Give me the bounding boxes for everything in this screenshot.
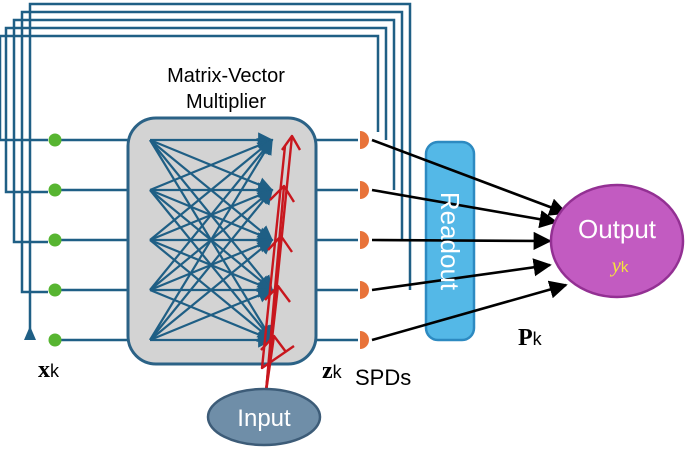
feedback-loop-2 (20, 10, 404, 294)
detector-2 (360, 181, 369, 199)
detector-4 (360, 281, 369, 299)
mesh-connection-5-1 (149, 138, 273, 341)
zk-label: zk (322, 358, 343, 384)
mesh-connection-5-3 (149, 239, 274, 341)
pk-label: Pk (518, 325, 543, 351)
input-label: Input (237, 405, 291, 432)
feedback-arrowhead (24, 326, 36, 340)
detector-1 (360, 131, 369, 149)
output-arrows (371, 138, 568, 342)
xk-label: xk (38, 357, 60, 383)
input-nodes (48, 133, 62, 347)
output-label: Output (578, 214, 657, 244)
yk-label: yk (610, 253, 629, 277)
feedback-loop-4 (4, 26, 388, 194)
input-node-1 (48, 133, 62, 147)
feedback-loop-5 (0, 34, 380, 142)
detector-3 (360, 231, 369, 249)
input-node (206, 387, 322, 447)
mesh-connection-5-4 (149, 288, 274, 342)
feedback-loop-3 (12, 18, 396, 244)
input-node-3 (48, 233, 62, 247)
mvm-label-line2: Multiplier (186, 91, 266, 113)
readout-label: Readout (435, 192, 465, 291)
feedback-loops (0, 2, 412, 332)
mesh-connection-5-2 (149, 188, 273, 341)
connection-mesh (149, 132, 274, 348)
feedback-loop-1 (28, 2, 412, 332)
mesh-connection-4-1 (149, 138, 273, 291)
input-node-2 (48, 183, 62, 197)
spds-label: SPDs (355, 365, 411, 390)
input-injection-arrows (260, 134, 302, 393)
input-node-5 (48, 333, 62, 347)
mvm-label-line1: Matrix-Vector (167, 65, 285, 87)
mesh-connection-3-1 (149, 139, 274, 241)
detector-5 (360, 331, 369, 349)
output-node (549, 183, 685, 299)
mesh-connection-2-1 (149, 138, 274, 192)
input-node-4 (48, 283, 62, 297)
detectors (360, 131, 369, 349)
